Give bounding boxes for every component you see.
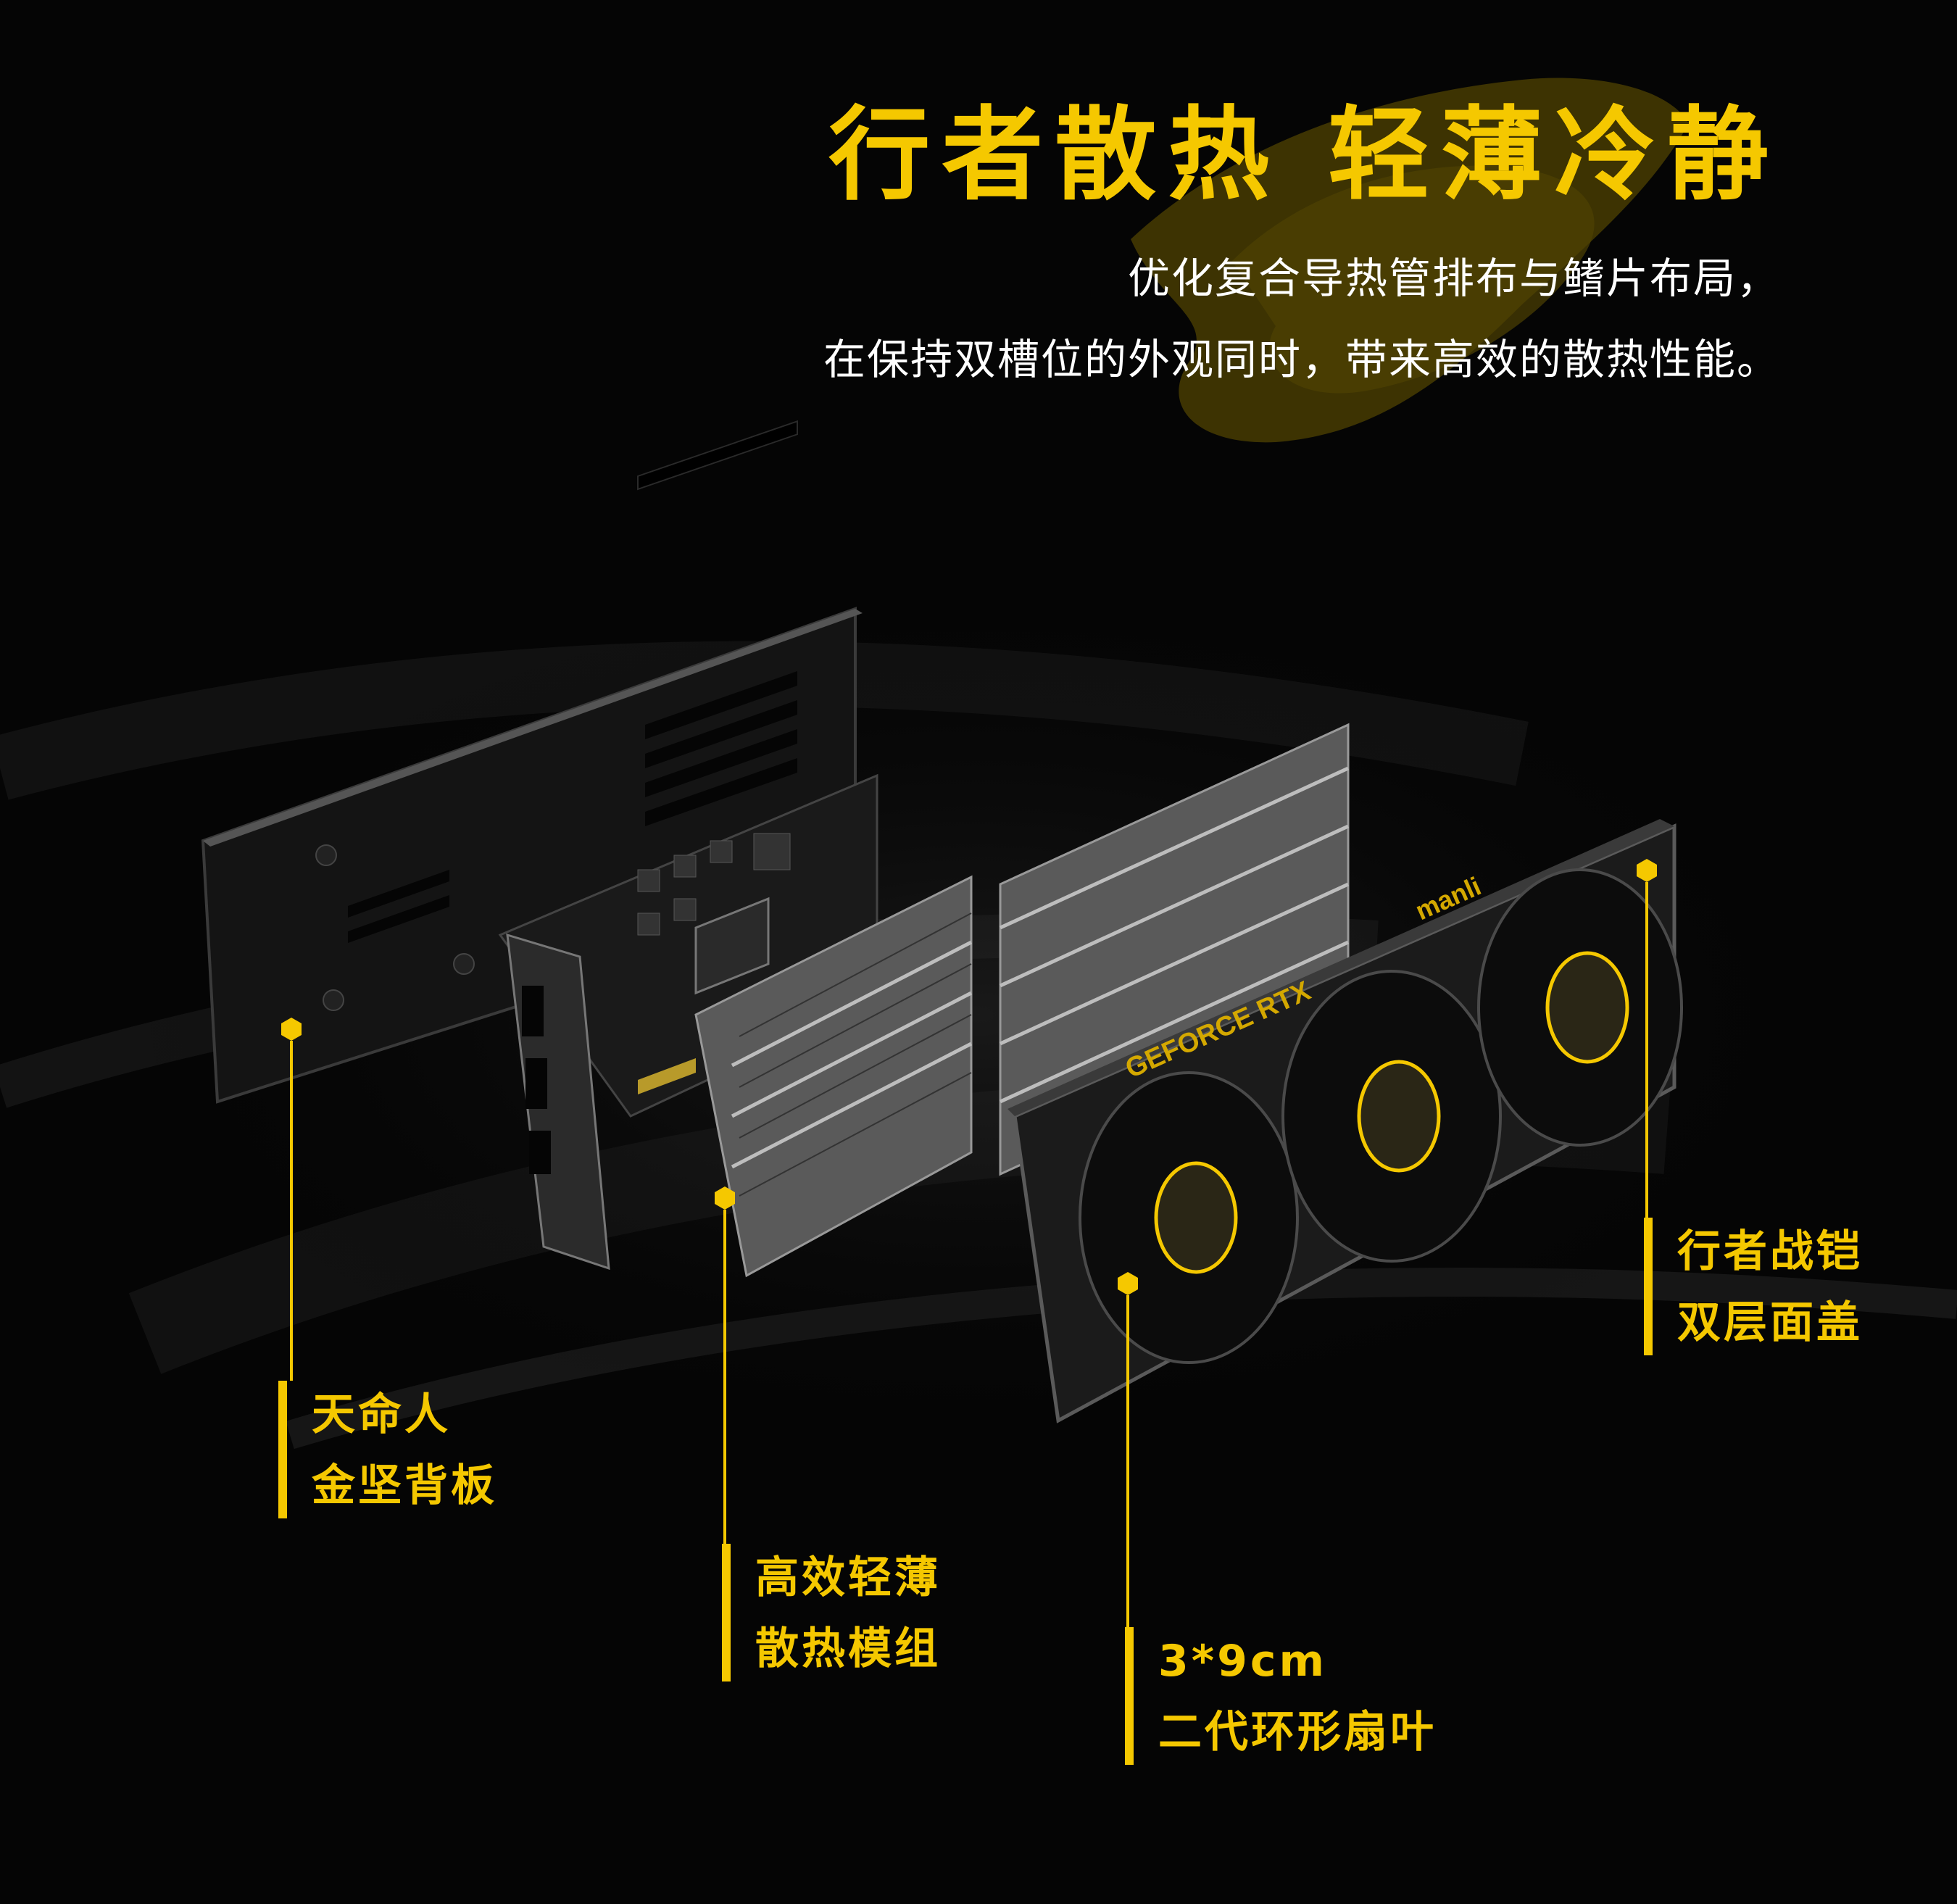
callout-backplate-line1: 天命人: [312, 1389, 451, 1440]
fan-right: [1477, 868, 1683, 1147]
callout-backplate-line2: 金坚背板: [312, 1460, 497, 1511]
leader-lines: [290, 882, 1648, 1627]
marker-backplate: [281, 1018, 302, 1041]
callout-markers: [281, 859, 1657, 1295]
heatsink-illustration: [694, 723, 1350, 1278]
fan-left: [1079, 1071, 1299, 1364]
shroud-illustration: GEFORCE RTX manli: [1007, 819, 1683, 1423]
callout-fans-line1: 3*9cm: [1158, 1636, 1327, 1687]
page-title: 行者散热 轻薄冷静: [828, 96, 1780, 215]
marker-shroud: [1637, 859, 1657, 882]
callout-heatsink-line2: 散热模组: [755, 1624, 941, 1674]
subtitle-line-2: 在保持双槽位的外观同时，带来高效的散热性能。: [823, 335, 1780, 384]
fan-middle: [1281, 970, 1502, 1263]
marker-fans: [1118, 1272, 1138, 1295]
callout-shroud-line2: 双层面盖: [1677, 1297, 1863, 1348]
callout-shroud-line1: 行者战铠: [1677, 1226, 1863, 1277]
subtitle-line-1: 优化复合导热管排布与鳍片布局，: [1127, 254, 1780, 303]
callout-heatsink-line1: 高效轻薄: [755, 1552, 941, 1603]
callout-fans-line2: 二代环形扇叶: [1158, 1707, 1437, 1758]
backplate-illustration: [201, 420, 863, 1104]
brush-stroke: [1131, 78, 1689, 443]
marker-heatsink: [715, 1186, 735, 1210]
